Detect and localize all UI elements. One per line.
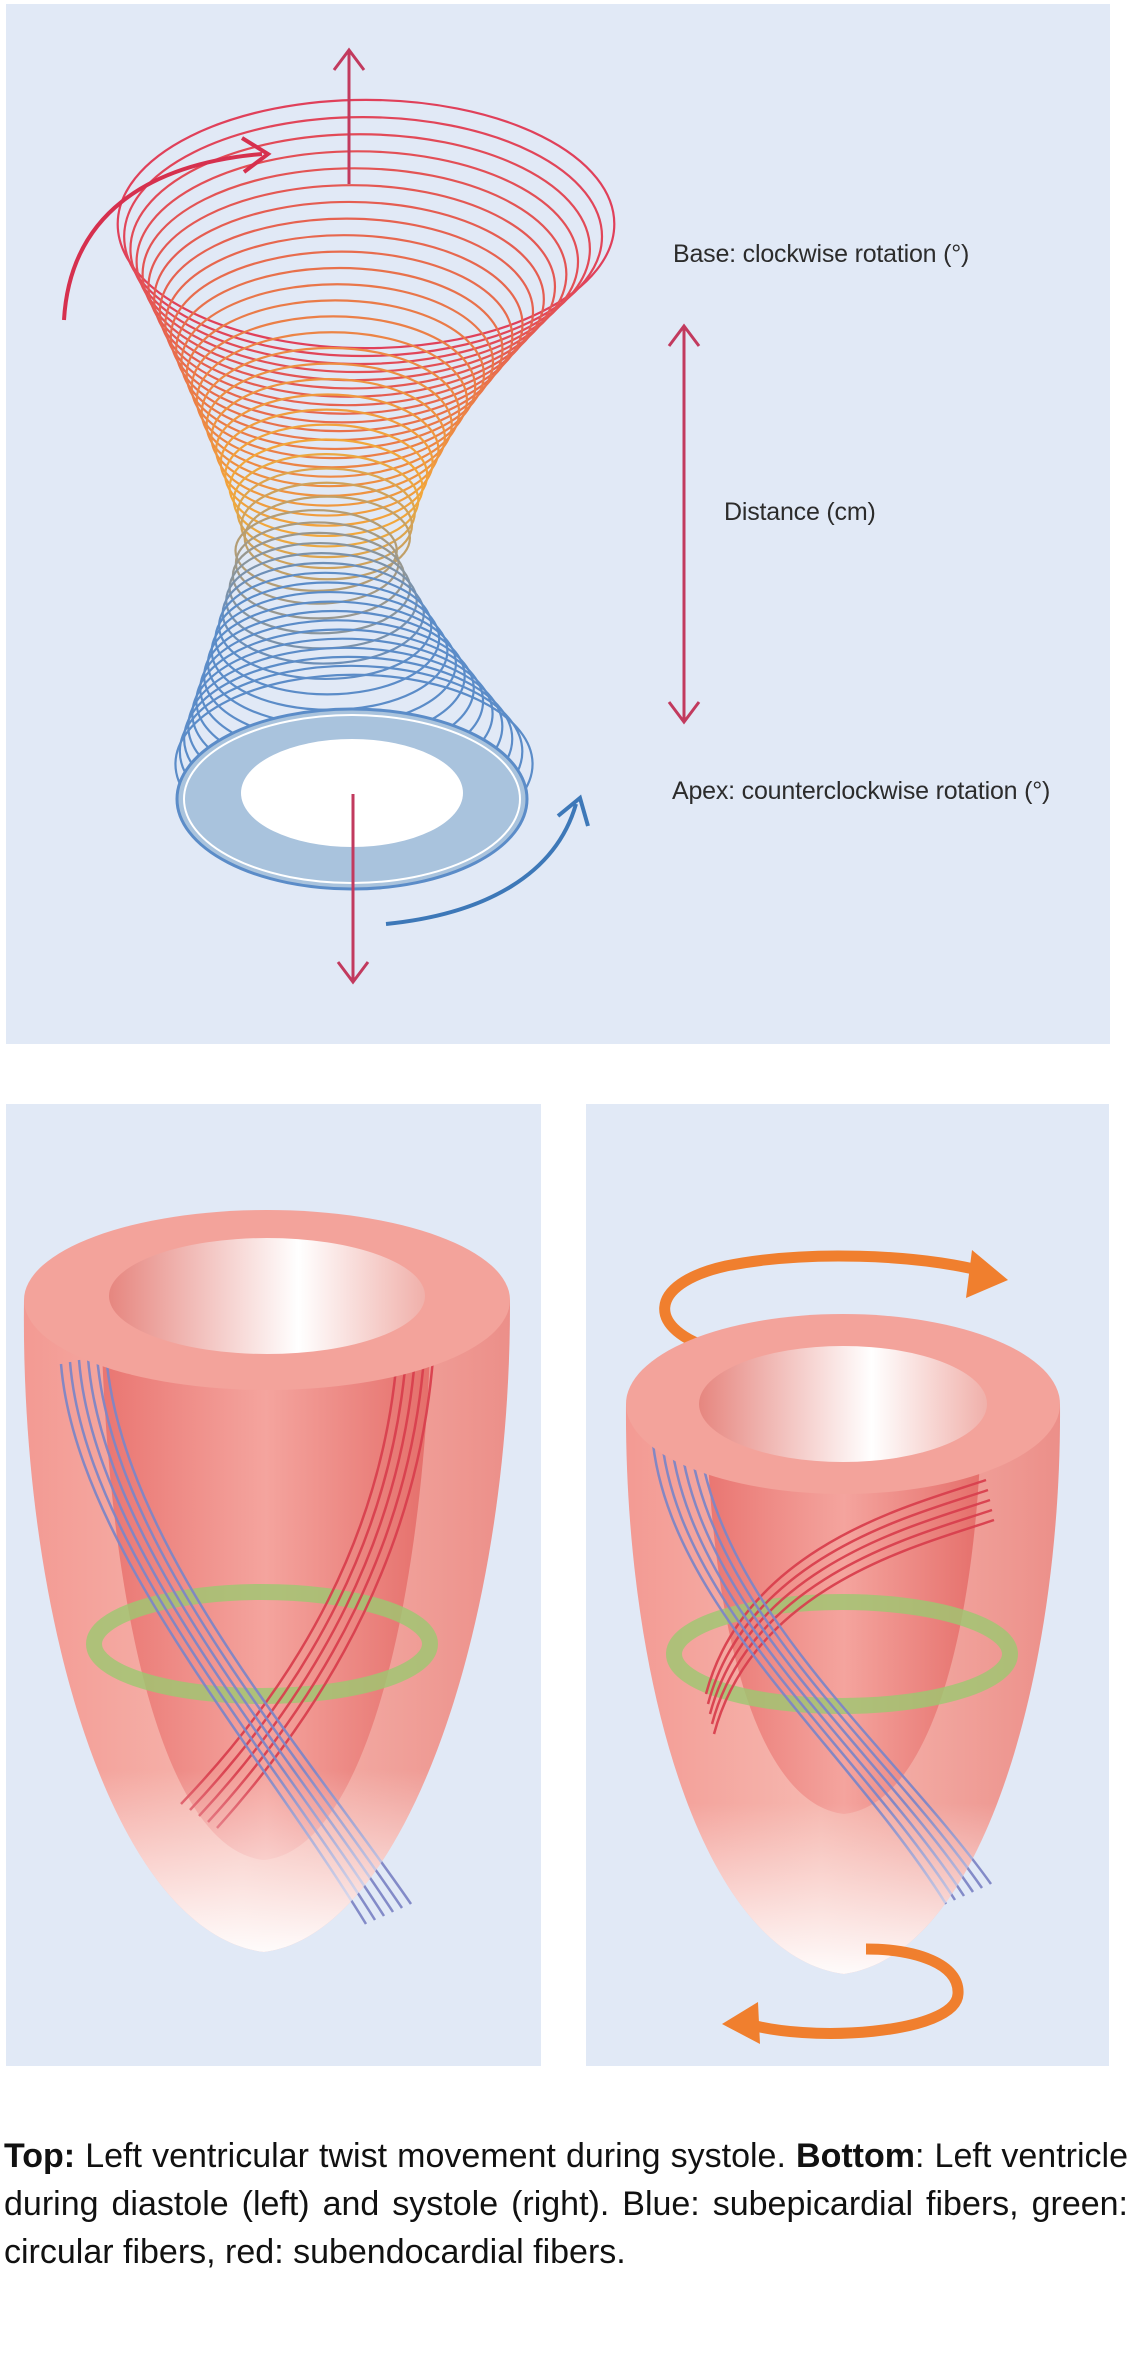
twist-ring [224,423,429,527]
systole-ventricle [625,1250,1061,2044]
systole-panel [586,1104,1109,2066]
double-arrow-icon [667,323,701,725]
twist-ring [164,234,524,415]
caption-top-text: Left ventricular twist movement during s… [75,2137,797,2175]
diastole-ventricle [23,1210,511,1952]
twist-diagram [62,47,701,985]
base-rotation-label: Base: clockwise rotation (°) [673,240,970,268]
twist-ring [228,438,424,538]
arrow-up-icon [332,47,366,184]
twist-ring [147,184,557,390]
twist-ring [175,266,504,433]
twist-ring [123,115,604,358]
twist-ring [135,150,580,374]
caption-bottom-label: Bottom [796,2137,915,2175]
twist-diagram-panel: Base: clockwise rotation (°) Distance (c… [6,4,1110,1044]
twist-ring [219,408,434,517]
twist-rings [116,98,616,855]
twist-ring [215,393,440,507]
twist-ring [243,495,412,581]
curved-arrow-counterclockwise-icon [722,1943,964,2044]
distance-label: Distance (cm) [724,498,876,526]
twist-ring [240,481,414,570]
twist-ring [158,217,535,407]
twist-ring [236,467,416,559]
curved-arrow-counterclockwise-icon [385,794,590,926]
curved-arrow-clockwise-icon [62,136,272,321]
twist-ring [190,315,477,460]
apex-rotation-label: Apex: counterclockwise rotation (°) [672,777,1051,805]
diastole-panel [6,1104,541,2066]
caption-bottom-text: : Left ventricle during diastole (left) … [4,2137,1128,2271]
twist-ring [195,331,469,469]
curved-arrow-clockwise-icon [659,1250,1008,1356]
figure-caption: Top: Left ventricular twist movement dur… [4,2132,1128,2276]
arrow-down-icon [336,794,370,985]
caption-top-label: Top: [4,2137,76,2175]
twist-ring [116,98,616,350]
twist-ring [232,453,420,548]
twist-ring [205,362,453,488]
twist-ring [129,133,591,366]
twist-ring [185,299,485,451]
twist-ring [234,509,398,592]
twist-ring [169,250,514,424]
twist-ring [153,200,545,398]
twist-ring [200,346,461,478]
